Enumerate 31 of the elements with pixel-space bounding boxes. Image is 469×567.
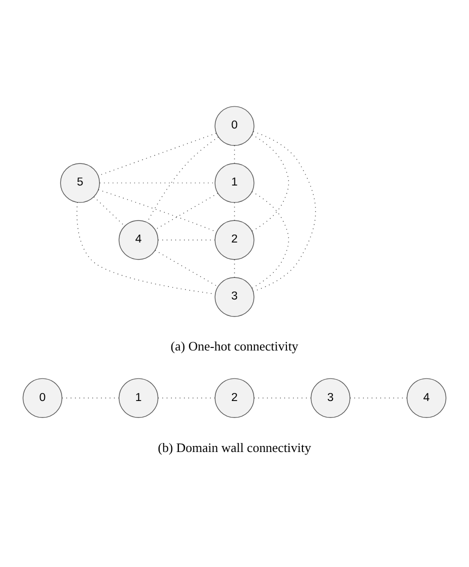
connector	[76, 201, 216, 294]
connector	[252, 130, 316, 292]
node-circle: 1	[214, 162, 254, 202]
connector	[254, 397, 312, 398]
connector	[350, 397, 408, 398]
node-circle: 5	[60, 162, 100, 202]
connector	[234, 258, 235, 278]
node-circle: 4	[406, 378, 446, 418]
connector	[252, 134, 289, 232]
connector	[252, 190, 289, 288]
node-circle: 0	[22, 378, 62, 418]
connector	[155, 192, 218, 230]
node-circle: 0	[214, 106, 254, 146]
node-circle: 2	[214, 220, 254, 260]
node-circle: 3	[310, 378, 350, 418]
node-circle: 2	[214, 378, 254, 418]
node-circle: 4	[118, 220, 158, 260]
connector	[158, 397, 216, 398]
connector	[154, 250, 218, 286]
label: (a) One-hot connectivity	[170, 338, 298, 354]
node-circle: 3	[214, 276, 254, 316]
connector	[146, 136, 219, 222]
connector	[98, 188, 218, 232]
connector	[62, 397, 120, 398]
connector	[99, 182, 216, 183]
connector	[94, 196, 125, 226]
connector	[158, 239, 216, 240]
connector	[234, 144, 235, 164]
connector	[234, 202, 235, 220]
node-circle: 1	[118, 378, 158, 418]
label: (b) Domain wall connectivity	[158, 439, 312, 454]
